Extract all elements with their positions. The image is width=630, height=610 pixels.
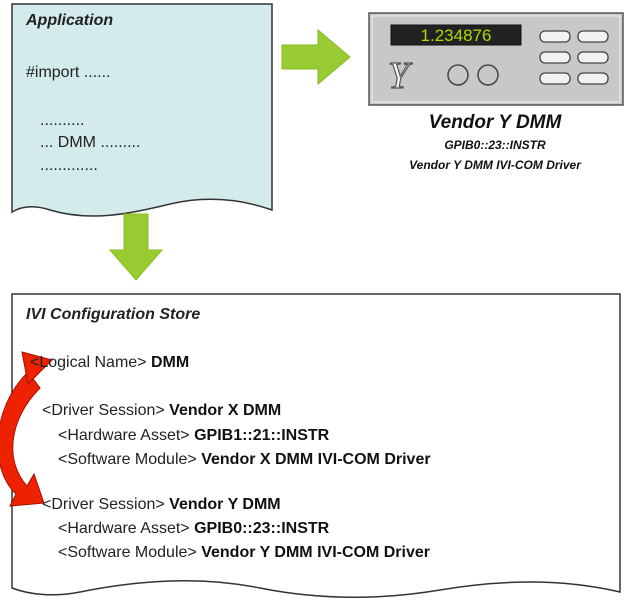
application-title: Application [26,12,114,29]
instrument-display-value: 1.234876 [421,26,492,45]
button-icon[interactable] [539,72,571,85]
hardware-asset-value: GPIB0::23::INSTR [194,520,330,537]
logical-name-row: <Logical Name> DMM [30,354,189,372]
arrow-head-icon [21,351,53,386]
button-icon[interactable] [577,51,609,64]
arrow-down-icon [108,213,164,281]
driver-session-value: Vendor Y DMM [169,496,281,513]
software-module-label: <Software Module> [58,544,197,561]
driver-session-row: <Driver Session> Vendor X DMM [42,402,281,420]
display-icon [390,24,522,46]
button-icon[interactable] [539,30,571,43]
driver-session-value: Vendor X DMM [169,402,282,419]
application-document-shape [11,3,273,217]
knob-icon[interactable] [477,64,499,86]
hardware-asset-label: <Hardware Asset> [58,520,190,537]
code-line: ............. [40,157,98,174]
logical-name-label: <Logical Name> [30,354,147,371]
button-icon[interactable] [539,51,571,64]
driver-session-label: <Driver Session> [42,496,165,513]
instrument-driver: Vendor Y DMM IVI-COM Driver [409,158,581,172]
driver-session-row: <Driver Session> Vendor Y DMM [42,496,281,514]
hardware-asset-row: <Hardware Asset> GPIB1::21::INSTR [58,427,329,445]
button-icon[interactable] [577,72,609,85]
software-module-row: <Software Module> Vendor Y DMM IVI-COM D… [58,544,430,562]
logical-name-value: DMM [150,354,190,371]
code-line: .......... [40,112,85,129]
config-store-title: IVI Configuration Store [26,306,201,323]
instrument-address: GPIB0::23::INSTR [444,138,546,152]
software-module-label: <Software Module> [58,451,197,468]
code-line-dmm: ... DMM ......... [40,134,141,151]
software-module-row: <Software Module> Vendor X DMM IVI-COM D… [58,451,431,469]
curved-arrow-icon [0,371,45,507]
software-module-value: Vendor X DMM IVI-COM Driver [201,451,431,468]
knob-icon[interactable] [447,64,469,86]
instrument-name: Vendor Y DMM [428,112,562,133]
hardware-asset-row: <Hardware Asset> GPIB0::23::INSTR [58,520,329,538]
code-line-import: #import ...... [26,64,111,81]
config-store-document-shape [11,293,621,598]
driver-session-label: <Driver Session> [42,402,165,419]
software-module-value: Vendor Y DMM IVI-COM Driver [201,544,430,561]
hardware-asset-label: <Hardware Asset> [58,427,190,444]
instrument-button-group [539,30,609,85]
button-icon[interactable] [577,30,609,43]
hardware-asset-value: GPIB1::21::INSTR [194,427,330,444]
arrow-right-icon [281,28,351,86]
